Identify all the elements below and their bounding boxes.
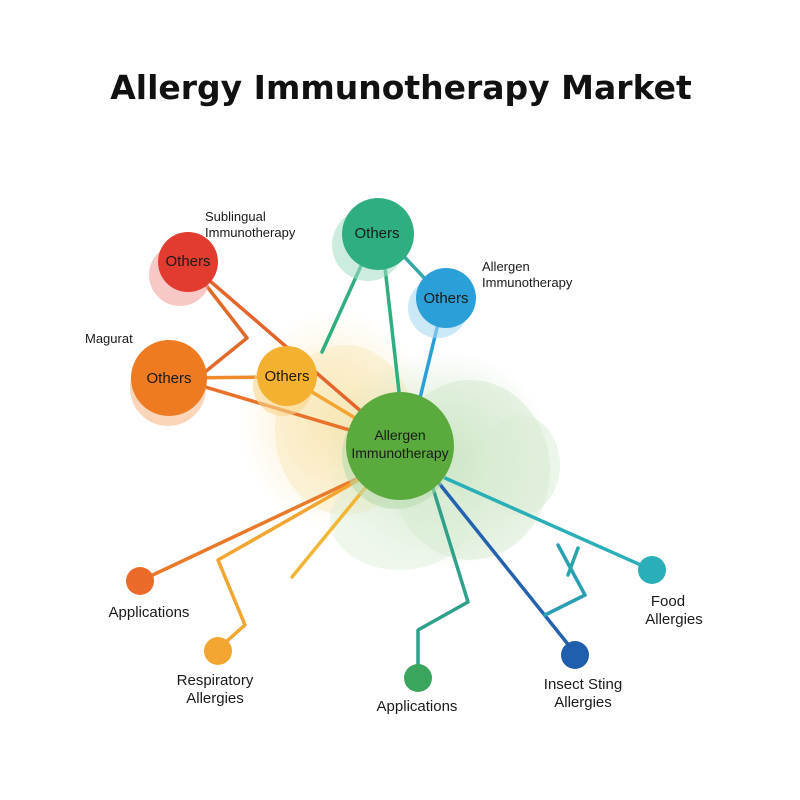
svg-text:Food: Food xyxy=(651,593,685,610)
svg-text:Insect Sting: Insect Sting xyxy=(544,676,622,693)
svg-text:Allergies: Allergies xyxy=(645,611,703,628)
dot-insect-sting xyxy=(561,641,589,669)
svg-text:Allergen: Allergen xyxy=(482,259,530,274)
hub-label-line1: Allergen xyxy=(374,427,425,443)
svg-text:Immunotherapy: Immunotherapy xyxy=(205,225,296,240)
node-label: Others xyxy=(146,370,191,387)
svg-text:Allergies: Allergies xyxy=(554,694,612,711)
label-magurat: Magurat xyxy=(85,331,133,346)
label-applications-left: Applications xyxy=(109,604,190,621)
node-yellow-others: Others xyxy=(253,346,317,416)
label-sublingual: Sublingual Immunotherapy xyxy=(205,209,296,240)
dot-applications-bottom xyxy=(404,664,432,692)
svg-text:Respiratory: Respiratory xyxy=(177,672,254,689)
hub-node: Allergen Immunotherapy xyxy=(342,392,454,509)
diagram-title: Allergy Immunotherapy Market xyxy=(110,68,692,107)
label-applications-bottom: Applications xyxy=(377,698,458,715)
node-blue-others: Others xyxy=(408,268,476,338)
dot-applications-left xyxy=(126,567,154,595)
svg-text:Immunotherapy: Immunotherapy xyxy=(482,275,573,290)
node-red-others: Others xyxy=(149,232,218,306)
node-label: Others xyxy=(264,368,309,385)
dot-food xyxy=(638,556,666,584)
svg-text:Allergies: Allergies xyxy=(186,690,244,707)
label-respiratory: Respiratory Allergies xyxy=(177,672,254,707)
node-label: Others xyxy=(354,225,399,242)
node-top-others: Others xyxy=(332,198,414,281)
hub-label-line2: Immunotherapy xyxy=(351,445,448,461)
label-allergen: Allergen Immunotherapy xyxy=(482,259,573,290)
node-orange-others: Others xyxy=(130,340,207,426)
label-insect-sting: Insect Sting Allergies xyxy=(544,676,622,711)
label-food: Food Allergies xyxy=(645,593,703,628)
svg-text:Sublingual: Sublingual xyxy=(205,209,266,224)
node-label: Others xyxy=(165,253,210,270)
dot-respiratory xyxy=(204,637,232,665)
node-label: Others xyxy=(423,290,468,307)
